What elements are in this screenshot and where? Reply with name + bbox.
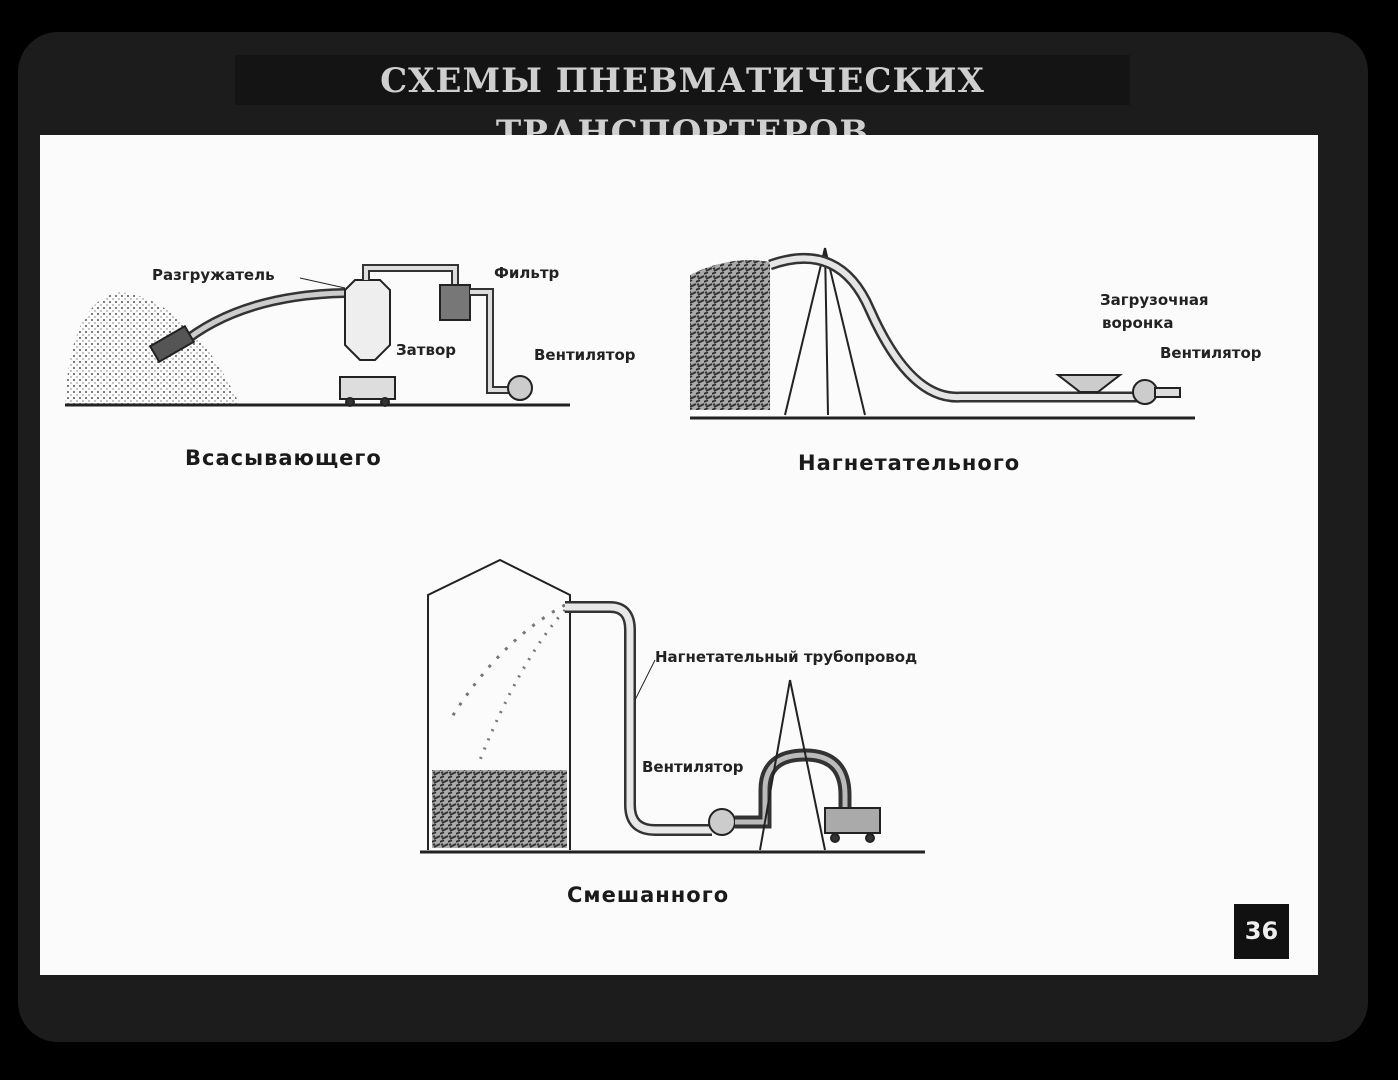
slide-title: СХЕМЫ ПНЕВМАТИЧЕСКИХ ТРАНСПОРТЕРОВ xyxy=(235,55,1130,153)
pressure-diagram xyxy=(690,247,1195,420)
fan xyxy=(708,808,736,836)
label-hopper-2: воронка xyxy=(1102,314,1174,332)
cyclone-unloader xyxy=(344,279,391,361)
cart xyxy=(824,807,881,834)
caption-mixed: Смешанного xyxy=(567,883,729,907)
grain-fill xyxy=(432,770,567,848)
gate-cart xyxy=(339,376,396,400)
caption-pressure: Нагнетательного xyxy=(798,451,1020,475)
label-pipeline: Нагнетательный трубопровод xyxy=(655,648,917,666)
label-unloader: Разгружатель xyxy=(152,266,275,284)
label-fan-pressure: Вентилятор xyxy=(1160,344,1262,362)
label-fan-mixed: Вентилятор xyxy=(642,758,744,776)
caption-suction: Всасывающего xyxy=(185,446,382,470)
nozzle xyxy=(148,324,196,364)
silo-building xyxy=(427,558,571,850)
material-stack xyxy=(690,260,770,410)
suction-hose xyxy=(176,288,346,349)
fan xyxy=(507,375,533,401)
slide-number-badge: 36 xyxy=(1234,904,1289,959)
label-fan-suction: Вентилятор xyxy=(534,346,636,364)
filter xyxy=(439,284,471,321)
fan xyxy=(1132,379,1158,405)
loading-hopper xyxy=(1055,374,1123,393)
mixed-diagram xyxy=(420,558,925,854)
label-filter: Фильтр xyxy=(494,264,560,282)
mixed-pipeline xyxy=(565,601,712,836)
label-gate: Затвор xyxy=(396,341,456,359)
suction-diagram xyxy=(65,264,570,407)
label-hopper-1: Загрузочная xyxy=(1100,291,1209,309)
